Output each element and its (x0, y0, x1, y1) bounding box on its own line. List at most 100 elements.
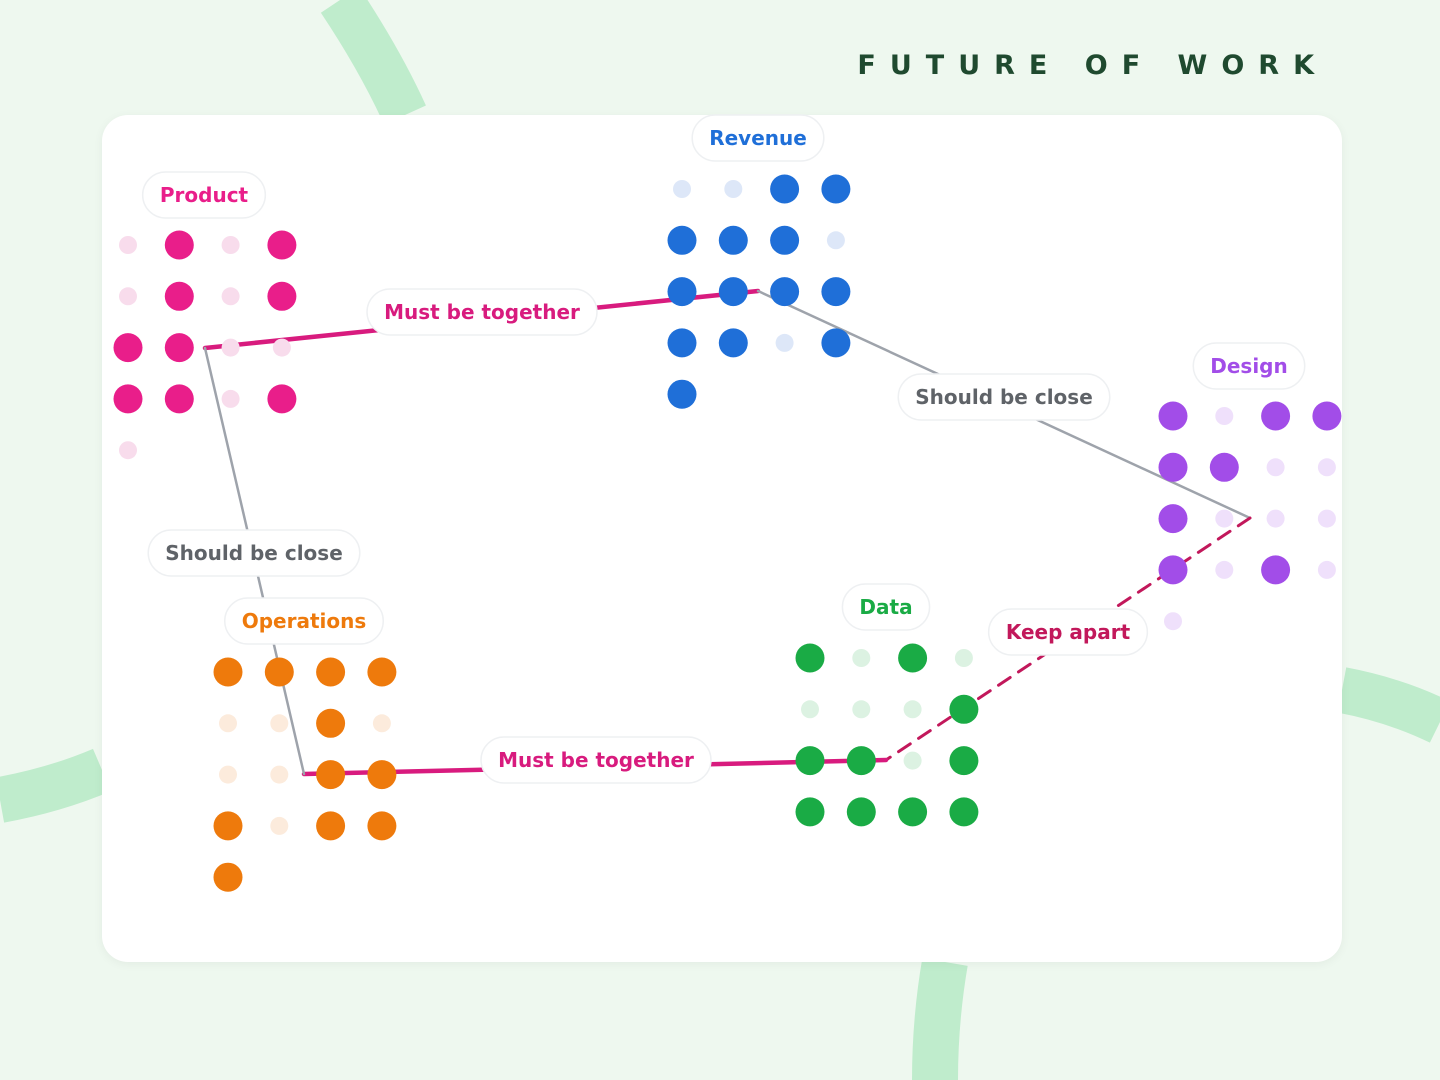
dot-empty-operations (270, 765, 289, 784)
dot-filled-product (113, 333, 143, 363)
dot-filled-product (164, 230, 194, 260)
dot-filled-operations (264, 657, 294, 687)
dot-filled-design (1261, 401, 1291, 431)
dot-filled-revenue (770, 225, 800, 255)
dot-filled-design (1158, 555, 1188, 585)
dot-empty-revenue (826, 231, 845, 250)
dot-empty-design (1266, 509, 1285, 528)
dot-filled-revenue (667, 379, 697, 409)
dot-filled-product (164, 333, 194, 363)
dot-empty-product (119, 287, 137, 306)
link-label-design-data: Keep apart (987, 608, 1149, 656)
dot-filled-design (1209, 452, 1239, 482)
dot-filled-operations (316, 760, 346, 790)
dot-filled-revenue (821, 174, 851, 204)
dot-filled-operations (367, 811, 397, 841)
link-label-product-revenue: Must be together (366, 288, 598, 336)
dot-empty-revenue (673, 180, 691, 198)
group-label-revenue-text: Revenue (709, 126, 807, 150)
dot-filled-data (898, 643, 928, 673)
link-label-revenue-design: Should be close (897, 373, 1111, 421)
dot-empty-product (221, 287, 240, 306)
dot-filled-product (267, 281, 297, 311)
link-label-revenue-design-text: Should be close (915, 385, 1093, 409)
dot-filled-product (267, 230, 297, 260)
group-label-operations-background (223, 597, 385, 645)
dot-empty-design (1317, 560, 1336, 579)
dot-filled-data (949, 797, 979, 827)
dot-empty-data (852, 700, 871, 719)
dot-filled-product (164, 281, 194, 311)
dot-empty-design (1317, 458, 1336, 477)
dot-empty-product (221, 236, 240, 254)
dot-empty-operations (270, 816, 289, 835)
group-label-operations-text: Operations (242, 609, 367, 633)
group-label-design-text: Design (1210, 354, 1287, 378)
dot-filled-design (1261, 555, 1291, 585)
group-label-data-background (841, 583, 931, 631)
dot-filled-design (1312, 401, 1342, 431)
deco-arc-top (320, 0, 426, 125)
link-label-operations-data: Must be together (480, 736, 712, 784)
dot-empty-data (903, 751, 922, 770)
link-label-product-operations: Should be close (147, 529, 361, 577)
deco-arc-left (0, 748, 112, 823)
dot-filled-data (846, 746, 876, 776)
dot-empty-revenue (724, 180, 743, 198)
deco-arc-bottom (912, 958, 968, 1080)
dot-filled-revenue (718, 225, 748, 255)
dot-filled-design (1158, 504, 1188, 534)
dot-filled-data (949, 694, 979, 724)
dot-empty-design (1317, 509, 1336, 528)
link-label-product-operations-background (147, 529, 361, 577)
dot-filled-operations (213, 657, 243, 687)
group-label-product-background (141, 171, 267, 219)
dot-filled-operations (213, 862, 243, 892)
link-label-operations-data-text: Must be together (498, 748, 694, 772)
dot-empty-design (1215, 509, 1234, 528)
dot-grid-revenue (667, 174, 851, 409)
page-title: FUTURE OF WORK (857, 50, 1328, 81)
dot-filled-revenue (667, 328, 697, 358)
dot-filled-operations (316, 657, 346, 687)
dot-filled-product (113, 384, 143, 414)
dot-empty-operations (219, 714, 237, 733)
dot-empty-product (119, 236, 137, 254)
dot-filled-product (164, 384, 194, 414)
group-label-product: Product (141, 171, 267, 219)
group-label-data: Data (841, 583, 931, 631)
dot-grid-design (1158, 401, 1342, 631)
group-label-revenue-background (691, 114, 825, 162)
group-label-data-text: Data (859, 595, 912, 619)
link-label-product-operations-text: Should be close (165, 541, 343, 565)
dot-empty-data (954, 649, 973, 667)
dot-grid-product (113, 230, 297, 460)
dot-filled-revenue (821, 277, 851, 307)
dot-filled-product (267, 384, 297, 414)
dots-layer (113, 174, 1342, 892)
dot-filled-revenue (718, 277, 748, 307)
dot-filled-data (846, 797, 876, 827)
dot-filled-data (795, 746, 825, 776)
dot-filled-data (795, 797, 825, 827)
dot-filled-design (1158, 452, 1188, 482)
link-label-revenue-design-background (897, 373, 1111, 421)
dot-filled-data (898, 797, 928, 827)
deco-arc-right (1337, 667, 1440, 743)
group-label-design-background (1192, 342, 1306, 390)
dot-filled-revenue (770, 277, 800, 307)
dot-empty-design (1215, 407, 1234, 425)
dot-empty-product (221, 338, 240, 357)
dot-filled-operations (213, 811, 243, 841)
dot-grid-data (795, 643, 979, 827)
dot-empty-design (1266, 458, 1285, 477)
link-label-operations-data-background (480, 736, 712, 784)
dot-empty-data (852, 649, 871, 667)
dot-filled-data (949, 746, 979, 776)
group-label-revenue: Revenue (691, 114, 825, 162)
dot-empty-product (272, 338, 291, 357)
link-label-design-data-text: Keep apart (1006, 620, 1131, 644)
